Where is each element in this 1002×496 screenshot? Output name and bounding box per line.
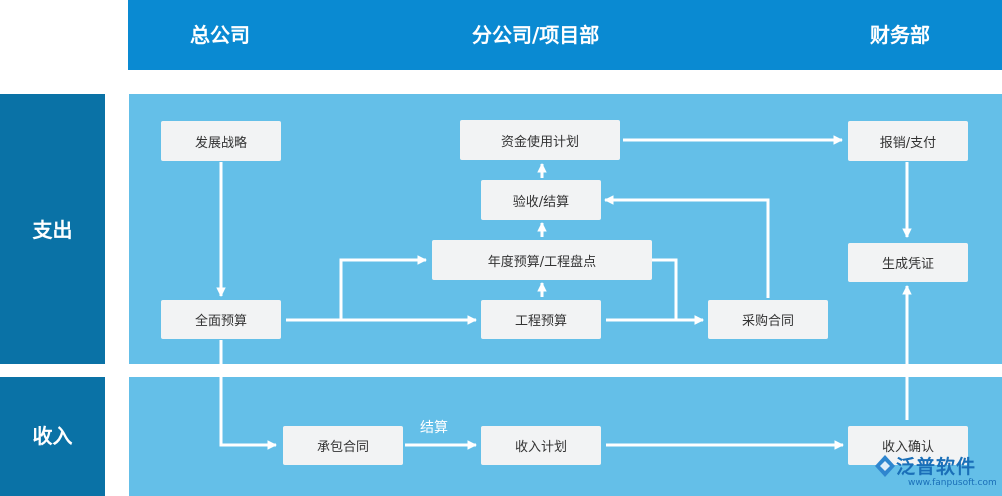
brand-url: www.fanpusoft.com xyxy=(908,478,997,488)
row-label-income: 收入 xyxy=(32,424,73,448)
node-income-confirm: 收入确认 xyxy=(848,426,968,465)
node-income-plan: 收入计划 xyxy=(481,426,601,465)
brand-logo-icon xyxy=(875,455,895,477)
node-annual-budget: 年度预算/工程盘点 xyxy=(432,240,652,280)
arrow-full-budget-to-contract xyxy=(219,340,277,450)
node-strategy: 发展战略 xyxy=(161,121,281,161)
arrow-purchase-to-acceptance xyxy=(604,195,770,298)
node-purchase-contract: 采购合同 xyxy=(708,300,828,339)
row-header-income xyxy=(0,377,105,496)
header-branch: 分公司/项目部 xyxy=(472,23,600,47)
brand-watermark: 泛普软件 www.fanpusoft.com xyxy=(872,450,1002,496)
node-full-budget: 全面预算 xyxy=(161,300,281,339)
node-reimburse: 报销/支付 xyxy=(848,121,968,161)
node-voucher: 生成凭证 xyxy=(848,243,968,282)
node-fund-plan: 资金使用计划 xyxy=(460,120,620,160)
column-header-bar xyxy=(128,0,1002,70)
node-project-budget: 工程预算 xyxy=(481,300,601,339)
header-hq: 总公司 xyxy=(190,23,250,47)
brand-name: 泛普软件 xyxy=(896,456,977,478)
header-finance: 财务部 xyxy=(870,23,930,47)
row-label-expense: 支出 xyxy=(32,218,73,242)
edge-label-settlement: 结算 xyxy=(420,420,448,436)
arrow-full-budget-to-annual-budget xyxy=(339,255,427,320)
node-acceptance: 验收/结算 xyxy=(481,180,601,220)
row-header-expense xyxy=(0,94,105,364)
arrow-annual-budget-to-purchase xyxy=(652,258,704,325)
node-contract: 承包合同 xyxy=(283,426,403,465)
